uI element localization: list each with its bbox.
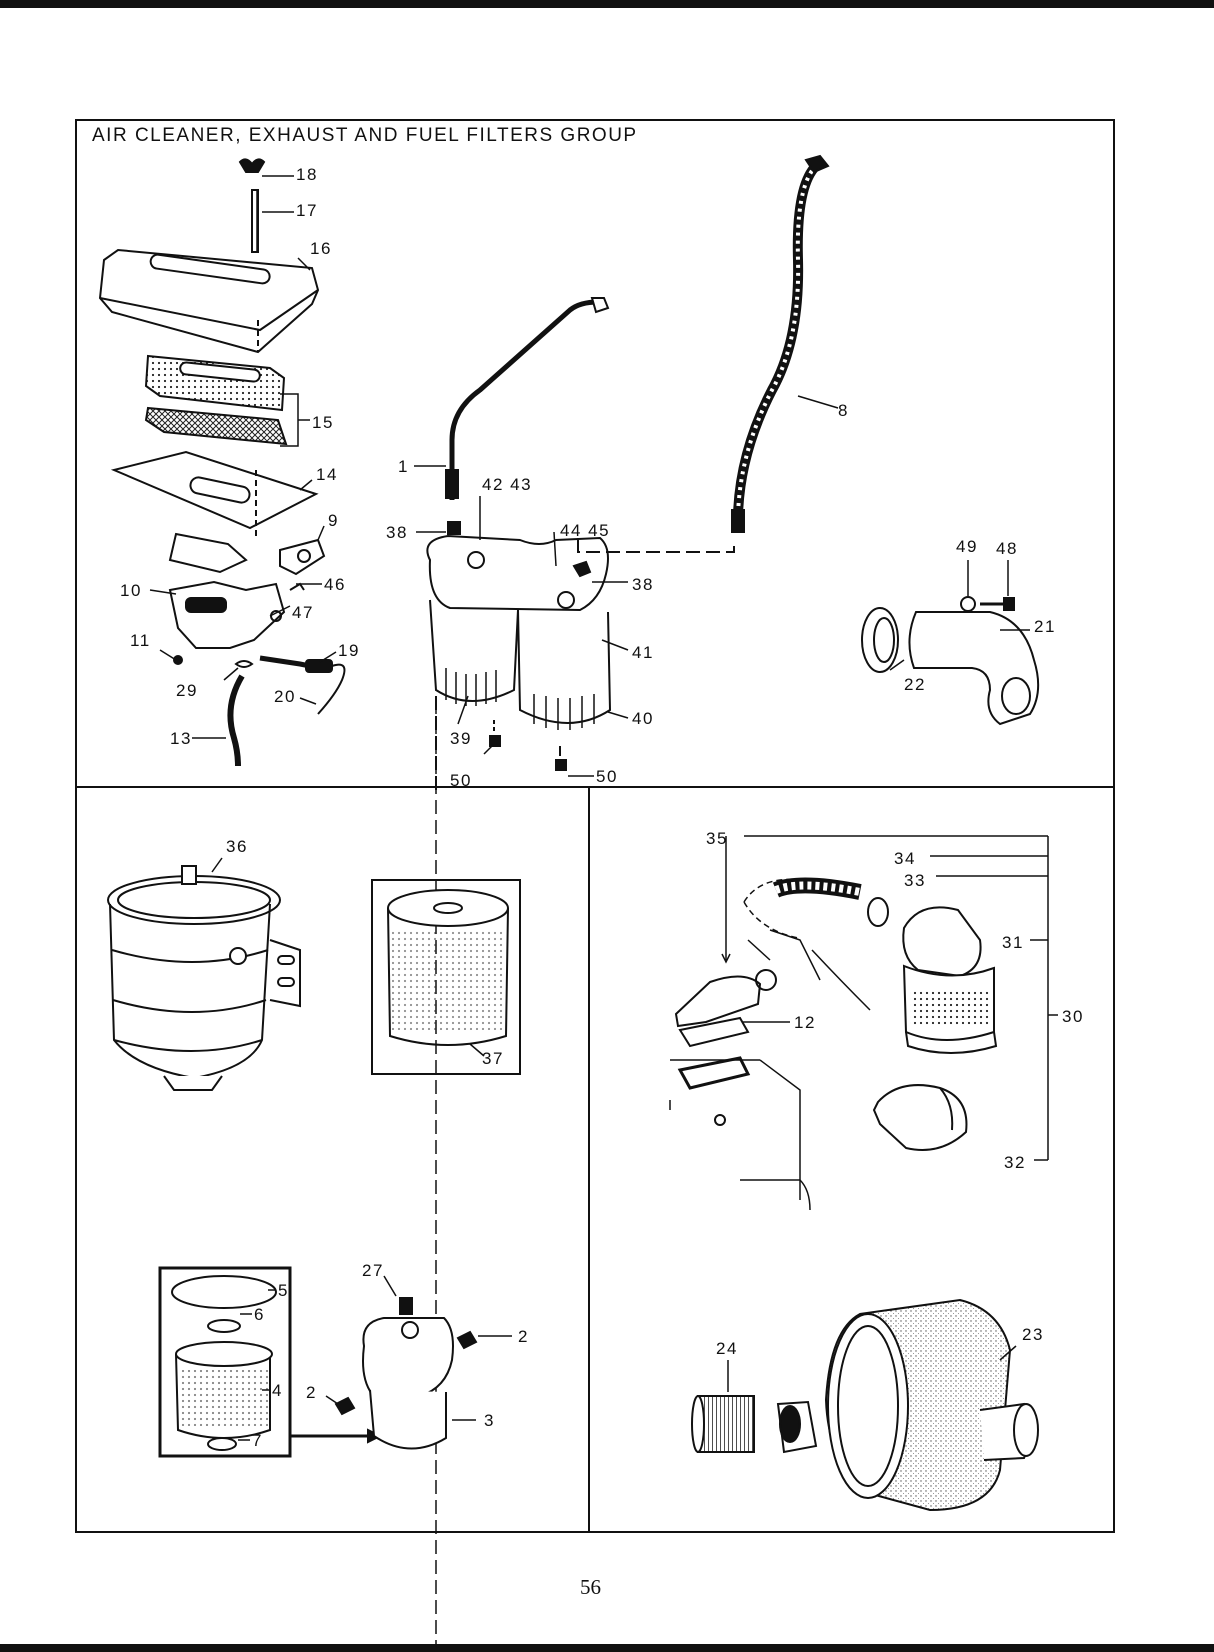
callout-33: 33	[904, 872, 926, 889]
stud-part	[252, 190, 258, 252]
oil-bath-air-cleaner	[670, 879, 996, 1210]
callout-35: 35	[706, 830, 728, 847]
callout-10: 10	[120, 582, 142, 599]
gasket-22-part	[862, 608, 898, 672]
flexible-hose-part	[738, 168, 814, 530]
callout-40: 40	[632, 710, 654, 727]
callout-13: 13	[170, 730, 192, 747]
callout-7: 7	[252, 1432, 263, 1449]
twin-fuel-filter	[427, 298, 734, 790]
callout-4: 4	[272, 1382, 283, 1399]
callout-41: 41	[632, 644, 654, 661]
fuel-pipe-part	[452, 302, 598, 500]
filter-element-top	[146, 356, 284, 410]
callout-2-right: 2	[518, 1328, 529, 1345]
callout-31: 31	[1002, 934, 1024, 951]
callout-17: 17	[296, 202, 318, 219]
air-cleaner-assembly	[100, 159, 344, 766]
fuel-hose-assembly	[732, 156, 828, 532]
intake-body-part	[170, 582, 284, 648]
page-number: 56	[580, 1575, 601, 1600]
filter-head-3-part	[363, 1318, 453, 1396]
filter-element-mesh	[146, 408, 286, 444]
elbow-35-part	[676, 976, 760, 1026]
callout-50-right: 50	[596, 768, 618, 785]
callout-44-45: 44 45	[560, 522, 610, 539]
filter-element-37	[372, 880, 520, 1074]
hose-part	[230, 676, 242, 766]
gasket-9-part	[280, 540, 324, 574]
callout-14: 14	[316, 466, 338, 483]
filter-bowl-right	[518, 610, 610, 723]
callout-37: 37	[482, 1050, 504, 1067]
callout-2-left: 2	[306, 1384, 317, 1401]
callout-11: 11	[130, 632, 151, 649]
callout-16: 16	[310, 240, 332, 257]
callout-36: 36	[226, 838, 248, 855]
callout-42-43: 42 43	[482, 476, 532, 493]
callout-50-left: 50	[450, 772, 472, 789]
muffler-assembly	[692, 1300, 1038, 1510]
callout-46: 46	[324, 576, 346, 593]
fuel-filter-36	[108, 866, 300, 1090]
callout-19: 19	[338, 642, 360, 659]
callout-1: 1	[398, 458, 409, 475]
callout-21: 21	[1034, 618, 1056, 635]
callout-23: 23	[1022, 1326, 1044, 1343]
tray-part	[114, 452, 316, 528]
callout-29: 29	[176, 682, 198, 699]
callout-48: 48	[996, 540, 1018, 557]
callout-12: 12	[794, 1014, 816, 1031]
callout-24: 24	[716, 1340, 738, 1357]
callout-39: 39	[450, 730, 472, 747]
callout-5: 5	[278, 1282, 289, 1299]
page-title: AIR CLEANER, EXHAUST AND FUEL FILTERS GR…	[92, 125, 638, 147]
callout-38-right: 38	[632, 576, 654, 593]
callout-18: 18	[296, 166, 318, 183]
elbow-part	[909, 612, 1038, 724]
exhaust-elbow-assembly	[862, 597, 1038, 724]
group-30-bracket	[722, 836, 1058, 1160]
callout-30: 30	[1062, 1008, 1084, 1025]
callout-47: 47	[292, 604, 314, 621]
wing-nut-part	[240, 159, 264, 172]
callout-27: 27	[362, 1262, 384, 1279]
cover-part	[100, 250, 318, 352]
filter-bowl-left	[430, 600, 518, 701]
callout-15: 15	[312, 414, 334, 431]
callout-9: 9	[328, 512, 339, 529]
cap-31-part	[903, 907, 980, 976]
callout-20: 20	[274, 688, 296, 705]
gasket-part	[170, 534, 246, 572]
callout-34: 34	[894, 850, 916, 867]
callout-22: 22	[904, 676, 926, 693]
callout-3: 3	[484, 1412, 495, 1429]
callout-32: 32	[1004, 1154, 1026, 1171]
callout-38-left: 38	[386, 524, 408, 541]
fuel-filter-3	[160, 1268, 476, 1456]
callout-8: 8	[838, 402, 849, 419]
callout-6: 6	[254, 1306, 265, 1323]
clamp-part	[236, 661, 252, 667]
callout-49: 49	[956, 538, 978, 555]
